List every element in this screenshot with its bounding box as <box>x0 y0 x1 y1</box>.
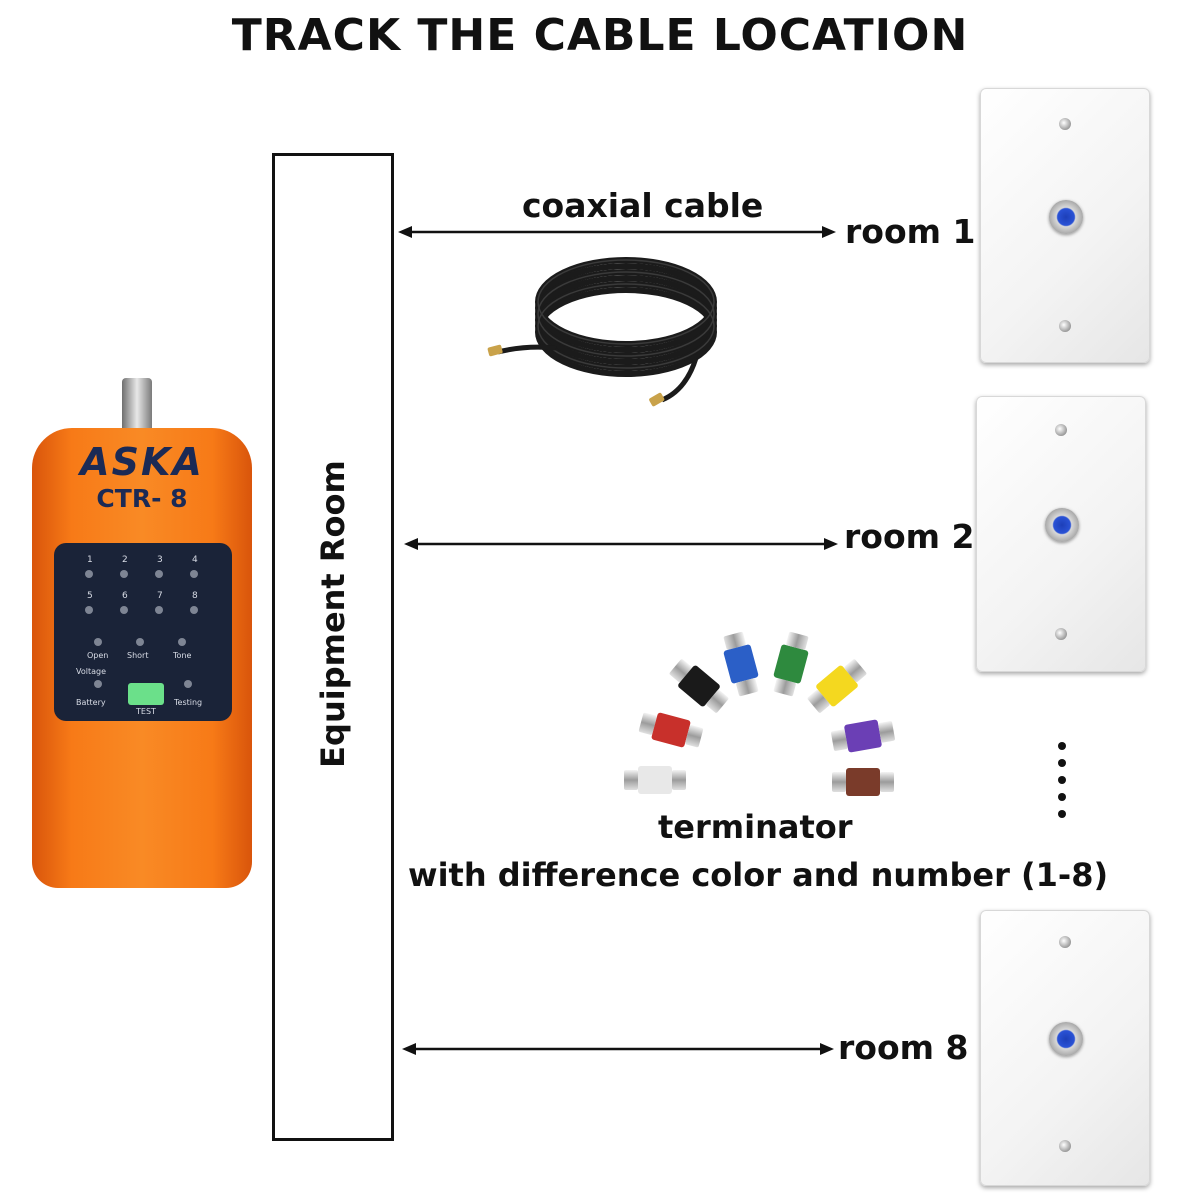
coax-jack-icon <box>1049 1022 1083 1056</box>
test-button[interactable] <box>128 683 164 705</box>
coaxial-cable-label: coaxial cable <box>522 186 764 225</box>
voltage-label: Voltage <box>76 667 107 676</box>
tester-brand: ASKA <box>80 440 204 484</box>
led-number: 1 <box>87 555 93 565</box>
cable-tester-device: ASKA CTR- 8 1 2 3 4 5 6 7 8 Open Short T… <box>26 378 258 898</box>
screw-icon <box>1059 320 1071 332</box>
screw-icon <box>1059 1140 1071 1152</box>
room-8-label: room 8 <box>838 1028 969 1067</box>
terminator <box>624 766 686 794</box>
terminator-color-band <box>843 719 883 753</box>
room-8-arrow <box>402 1043 834 1055</box>
terminator <box>832 768 894 796</box>
terminator <box>769 630 812 697</box>
led-indicator <box>85 570 93 578</box>
bnc-connector <box>122 378 152 436</box>
testing-label: Testing <box>174 698 203 707</box>
terminator <box>637 708 704 751</box>
indicator-label: Open <box>87 651 109 660</box>
terminator <box>666 655 731 716</box>
led-indicator <box>94 638 102 646</box>
led-indicator <box>178 638 186 646</box>
room-2-arrow <box>404 538 838 550</box>
led-number: 4 <box>192 555 198 565</box>
led-indicator <box>120 570 128 578</box>
led-number: 7 <box>157 591 163 601</box>
terminator-color-band <box>638 766 672 794</box>
led-number: 8 <box>192 591 198 601</box>
led-indicator <box>155 606 163 614</box>
coax-jack-icon <box>1045 508 1079 542</box>
equipment-room-label: Equipment Room <box>314 460 352 768</box>
terminator-color-band <box>846 768 880 796</box>
screw-icon <box>1059 118 1071 130</box>
led-number: 5 <box>87 591 93 601</box>
wall-plate-room-8 <box>980 910 1150 1186</box>
tester-model: CTR- 8 <box>96 484 188 513</box>
indicator-label: Short <box>127 651 149 660</box>
led-indicator <box>136 638 144 646</box>
screw-icon <box>1055 628 1067 640</box>
led-number: 2 <box>122 555 128 565</box>
led-indicator <box>184 680 192 688</box>
wall-plate-room-1 <box>980 88 1150 363</box>
room-1-label: room 1 <box>845 212 976 251</box>
terminator <box>804 655 869 716</box>
indicator-label: Tone <box>173 651 192 660</box>
led-indicator <box>85 606 93 614</box>
terminator <box>830 717 896 755</box>
led-number: 3 <box>157 555 163 565</box>
room-2-label: room 2 <box>844 517 975 556</box>
coax-jack-icon <box>1049 200 1083 234</box>
test-label: TEST <box>136 707 156 716</box>
led-indicator <box>94 680 102 688</box>
tester-panel: 1 2 3 4 5 6 7 8 Open Short Tone Voltage … <box>54 543 232 721</box>
terminator <box>719 630 762 697</box>
led-indicator <box>190 606 198 614</box>
led-indicator <box>120 606 128 614</box>
ellipsis-dots <box>1058 742 1068 827</box>
diagram-title: TRACK THE CABLE LOCATION <box>231 10 969 61</box>
terminator-label: terminator <box>658 808 853 846</box>
coaxial-cable-coil <box>487 257 717 407</box>
screw-icon <box>1055 424 1067 436</box>
room-1-arrow <box>398 226 836 238</box>
led-indicator <box>155 570 163 578</box>
equipment-room-box <box>272 153 394 1141</box>
screw-icon <box>1059 936 1071 948</box>
wall-plate-room-2 <box>976 396 1146 672</box>
battery-label: Battery <box>76 698 106 707</box>
led-indicator <box>190 570 198 578</box>
terminator-subtitle: with difference color and number (1-8) <box>408 856 1109 894</box>
led-number: 6 <box>122 591 128 601</box>
